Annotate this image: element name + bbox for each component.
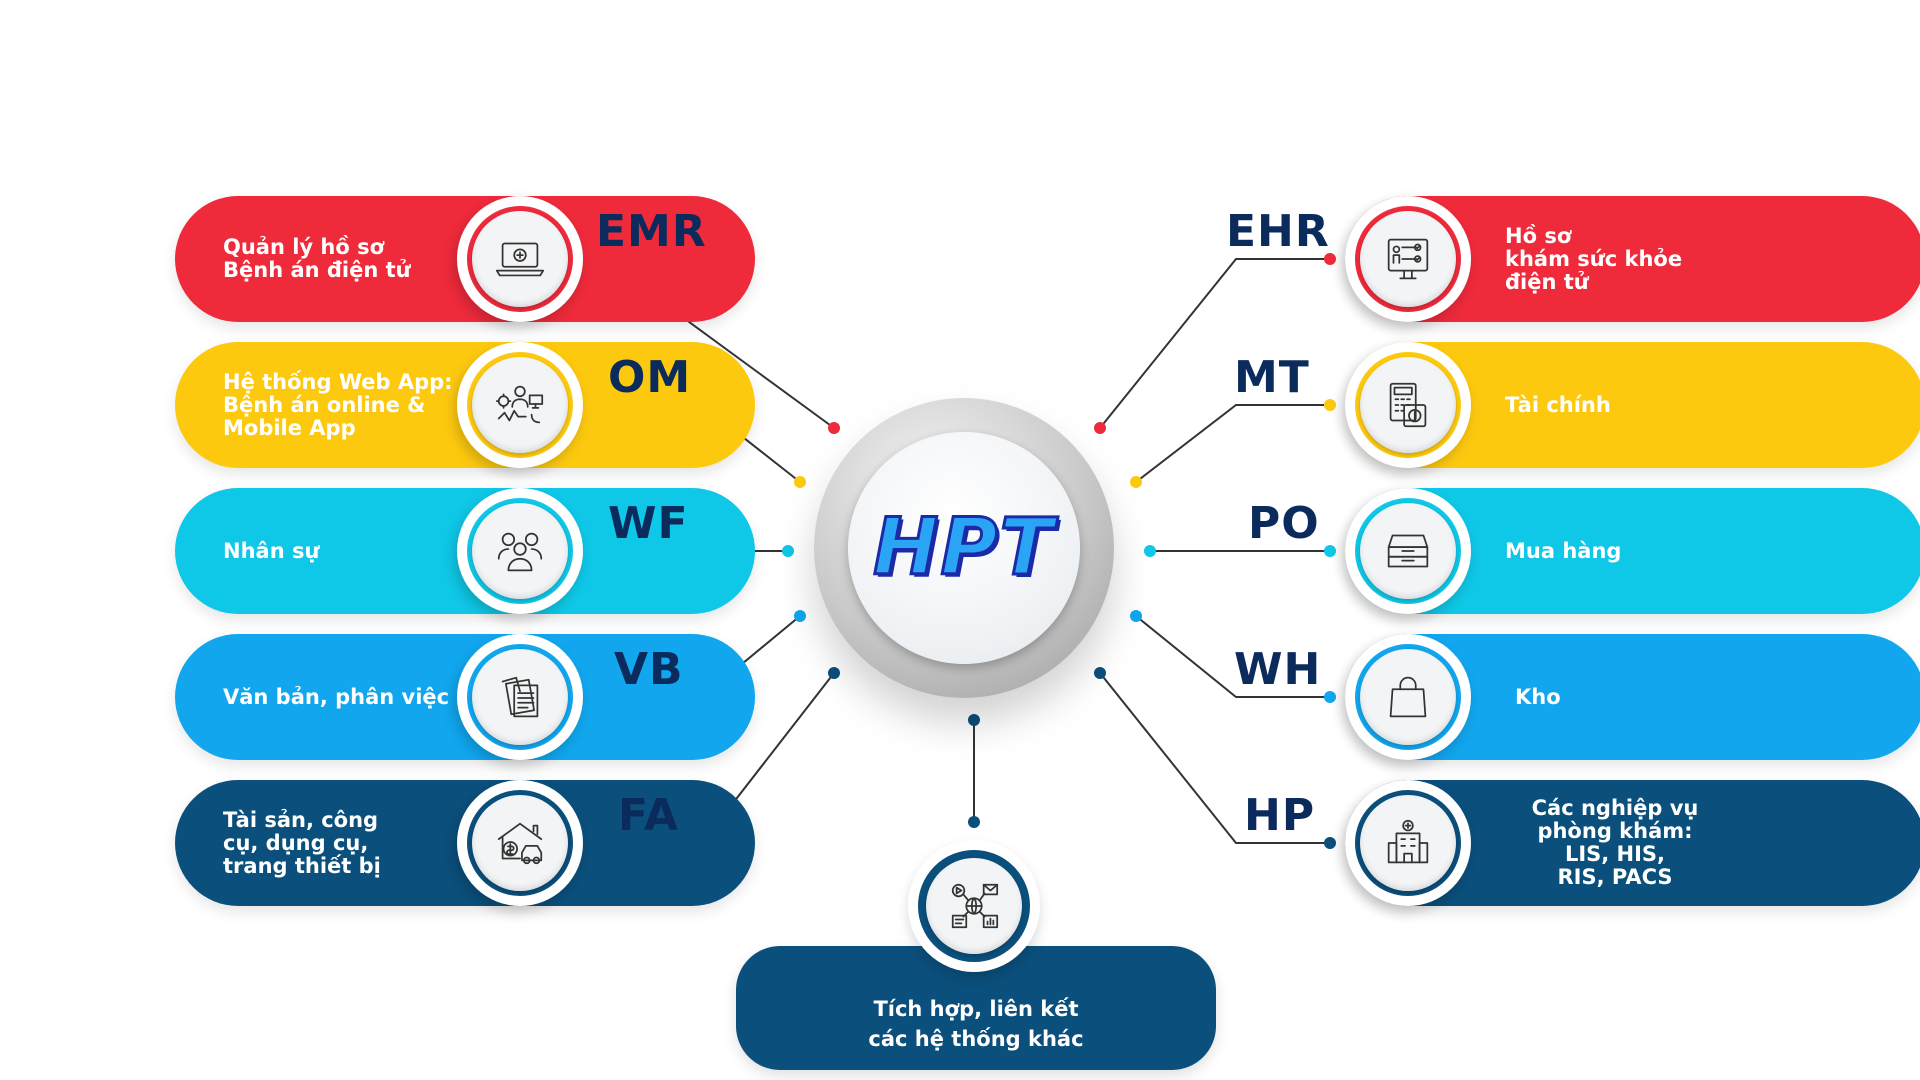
module-po-icon-ring — [1345, 488, 1471, 614]
hub-title: HPT — [872, 502, 1055, 595]
module-ehr[interactable]: Hồ sơ khám sức khỏe điện tử — [1345, 196, 1920, 322]
module-om[interactable]: Hệ thống Web App: Bệnh án online & Mobil… — [175, 342, 755, 468]
module-wf[interactable]: Nhân sự — [175, 488, 755, 614]
module-ehr-icon-ring — [1345, 196, 1471, 322]
module-vb[interactable]: Văn bản, phân việc — [175, 634, 755, 760]
module-emr-icon-ring — [457, 196, 583, 322]
module-hp[interactable]: Các nghiệp vụ phòng khám: LIS, HIS, RIS,… — [1345, 780, 1920, 906]
connector-dot-wh-start — [1324, 691, 1336, 703]
team-people-icon — [497, 532, 543, 572]
inbox-tray-icon — [1387, 534, 1429, 568]
module-hp-label: Các nghiệp vụ phòng khám: LIS, HIS, RIS,… — [1531, 796, 1699, 889]
module-fa-label: Tài sản, công cụ, dụng cụ, trang thiết b… — [223, 807, 381, 878]
module-wh-icon-ring — [1345, 634, 1471, 760]
connector-dot-integration-start — [968, 714, 980, 726]
module-vb-icon-ring — [457, 634, 583, 760]
module-om-icon-ring — [457, 342, 583, 468]
doctor-network-icon — [495, 385, 544, 424]
code-wf: WF — [608, 498, 689, 549]
laptop-medical-icon — [495, 242, 545, 277]
module-wf-label: Nhân sự — [223, 538, 320, 563]
module-emr-label: Quản lý hồ sơ Bệnh án điện tử — [223, 235, 411, 282]
module-om-label: Hệ thống Web App: Bệnh án online & Mobil… — [223, 369, 453, 440]
connector-dot-hp-start — [1324, 837, 1336, 849]
module-mt-icon-ring — [1345, 342, 1471, 468]
module-mt[interactable]: Tài chính — [1345, 342, 1920, 468]
module-vb-label: Văn bản, phân việc — [223, 684, 450, 709]
calculator-finance-icon — [1389, 382, 1427, 428]
connector-dot-po-end — [1144, 545, 1156, 557]
connector-dot-mt-end — [1130, 476, 1142, 488]
code-om: OM — [608, 352, 692, 403]
connector-dot-po-start — [1324, 545, 1336, 557]
health-checkup-board-icon — [1387, 238, 1429, 280]
hpt-hub-inner: HPT — [848, 432, 1080, 664]
connector-dot-wh-end — [1130, 610, 1142, 622]
connector-dot-integration-end — [968, 816, 980, 828]
connector-dot-emr-end — [828, 422, 840, 434]
module-wh[interactable]: Kho — [1345, 634, 1920, 760]
documents-icon — [501, 676, 539, 718]
module-integration[interactable]: Tích hợp, liên kết các hệ thống khác — [736, 946, 1216, 1070]
code-mt: MT — [1234, 352, 1310, 403]
module-fa-icon-ring — [457, 780, 583, 906]
code-fa: FA — [618, 790, 680, 841]
connector-dot-ehr-end — [1094, 422, 1106, 434]
module-wf-icon-ring — [457, 488, 583, 614]
module-hp-icon-ring — [1345, 780, 1471, 906]
integration-network-icon — [951, 883, 999, 929]
connector-dot-vb-end — [794, 610, 806, 622]
module-po-label: Mua hàng — [1505, 538, 1622, 563]
module-integration-label: Tích hợp, liên kết các hệ thống khác — [868, 997, 1084, 1051]
code-ehr: EHR — [1226, 206, 1330, 257]
connector-dot-mt-start — [1324, 399, 1336, 411]
module-integration-icon-ring — [908, 840, 1040, 972]
module-wh-label: Kho — [1515, 684, 1561, 709]
connector-line-mt — [1135, 404, 1330, 483]
connector-dot-fa-end — [828, 667, 840, 679]
module-mt-label: Tài chính — [1505, 392, 1611, 417]
module-po[interactable]: Mua hàng — [1345, 488, 1920, 614]
module-fa[interactable]: Tài sản, công cụ, dụng cụ, trang thiết b… — [175, 780, 755, 906]
connector-dot-wf-end — [782, 545, 794, 557]
code-emr: EMR — [596, 206, 707, 257]
code-wh: WH — [1234, 644, 1322, 695]
code-vb: VB — [614, 644, 684, 695]
hospital-building-icon — [1387, 819, 1429, 864]
shopping-bag-icon — [1389, 676, 1427, 718]
module-emr[interactable]: Quản lý hồ sơ Bệnh án điện tử — [175, 196, 755, 322]
code-po: PO — [1248, 498, 1320, 549]
module-ehr-label: Hồ sơ khám sức khỏe điện tử — [1505, 223, 1683, 294]
connector-dot-hp-end — [1094, 667, 1106, 679]
code-hp: HP — [1244, 790, 1316, 841]
connector-dot-om-end — [794, 476, 806, 488]
hpt-hub: HPT — [814, 398, 1114, 698]
assets-house-car-icon — [497, 822, 543, 865]
